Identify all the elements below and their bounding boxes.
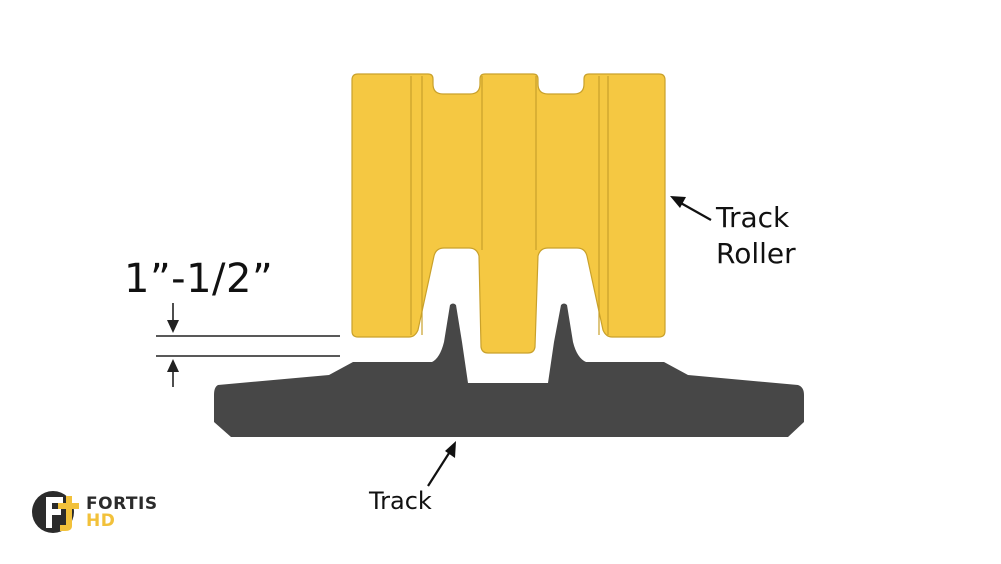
track-roller-label: Track Roller [716, 200, 796, 272]
track-roller-shape [351, 73, 666, 354]
fortis-hd-logo-icon [32, 491, 79, 533]
track-shape [214, 303, 804, 437]
dimension-arrow-up-icon [167, 359, 179, 372]
track-arrow-icon [445, 441, 456, 458]
dimension-marker [156, 303, 340, 387]
logo-text-line1: FORTIS [86, 494, 158, 514]
roller-arrow-icon [670, 196, 686, 208]
dimension-label: 1”-1/2” [124, 256, 274, 302]
track-leader-line [427, 449, 452, 487]
logo-text-line2: HD [86, 511, 116, 531]
track-roller-label-line2: Roller [716, 237, 796, 270]
fortis-hd-logo: FORTIS HD [86, 496, 158, 530]
track-label: Track [369, 487, 432, 515]
dimension-arrow-down-icon [167, 320, 179, 333]
track-roller-label-line1: Track [716, 201, 790, 234]
roller-leader-line [678, 201, 712, 221]
